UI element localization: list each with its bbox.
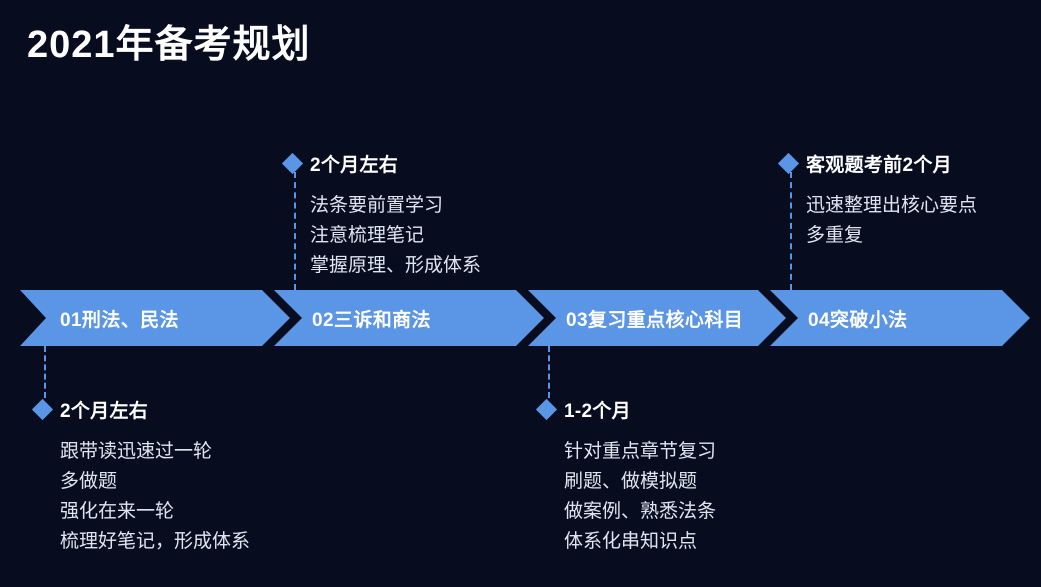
callout-above-step2-lines: 法条要前置学习 注意梳理笔记 掌握原理、形成体系 <box>310 191 481 281</box>
callout-above-step4: 客观题考前2个月 迅速整理出核心要点 多重复 <box>777 150 977 251</box>
callout-below-step3-lines: 针对重点章节复习 刷题、做模拟题 做案例、熟悉法条 体系化串知识点 <box>564 437 716 557</box>
callout-below-step1: 2个月左右 跟带读迅速过一轮 多做题 强化在来一轮 梳理好笔记，形成体系 <box>31 396 250 557</box>
callout-line: 多做题 <box>60 471 118 492</box>
chevron-step-1 <box>20 290 290 346</box>
connector-line-step4-above <box>790 172 792 290</box>
page-title: 2021年备考规划 <box>27 24 311 66</box>
chevron-step-2 <box>274 290 544 346</box>
callout-below-step1-lines: 跟带读迅速过一轮 多做题 强化在来一轮 梳理好笔记，形成体系 <box>60 437 250 557</box>
callout-above-step4-title: 客观题考前2个月 <box>806 155 952 176</box>
connector-line-step2-above <box>294 172 296 290</box>
callout-line: 强化在来一轮 <box>60 501 175 522</box>
connector-line-step3-below <box>548 346 550 398</box>
callout-above-step2-title: 2个月左右 <box>310 155 399 176</box>
callout-above-step2-head: 2个月左右 <box>281 150 481 177</box>
callout-line: 针对重点章节复习 <box>564 441 717 462</box>
callout-line: 迅速整理出核心要点 <box>806 195 978 216</box>
callout-line: 法条要前置学习 <box>310 195 444 216</box>
callout-below-step3-title: 1-2个月 <box>564 401 631 422</box>
callout-line: 做案例、熟悉法条 <box>564 501 717 522</box>
callout-line: 体系化串知识点 <box>564 531 698 552</box>
callout-line: 掌握原理、形成体系 <box>310 255 482 276</box>
diamond-marker-icon <box>31 398 54 421</box>
callout-below-step3: 1-2个月 针对重点章节复习 刷题、做模拟题 做案例、熟悉法条 体系化串知识点 <box>535 396 716 557</box>
timeline-chevron-band <box>0 290 1041 346</box>
callout-below-step3-head: 1-2个月 <box>535 396 716 423</box>
callout-above-step2: 2个月左右 法条要前置学习 注意梳理笔记 掌握原理、形成体系 <box>281 150 481 281</box>
callout-line: 多重复 <box>806 225 864 246</box>
callout-line: 梳理好笔记，形成体系 <box>60 531 251 552</box>
diamond-marker-icon <box>777 152 800 175</box>
callout-above-step4-lines: 迅速整理出核心要点 多重复 <box>806 191 977 251</box>
callout-below-step1-title: 2个月左右 <box>60 401 149 422</box>
callout-line: 刷题、做模拟题 <box>564 471 698 492</box>
chevron-step-4 <box>770 290 1030 346</box>
chevron-step-3 <box>528 290 786 346</box>
connector-line-step1-below <box>44 346 46 398</box>
callout-below-step1-head: 2个月左右 <box>31 396 250 423</box>
diamond-marker-icon <box>281 152 304 175</box>
callout-line: 注意梳理笔记 <box>310 225 425 246</box>
callout-line: 跟带读迅速过一轮 <box>60 441 213 462</box>
callout-above-step4-head: 客观题考前2个月 <box>777 150 977 177</box>
diamond-marker-icon <box>535 398 558 421</box>
